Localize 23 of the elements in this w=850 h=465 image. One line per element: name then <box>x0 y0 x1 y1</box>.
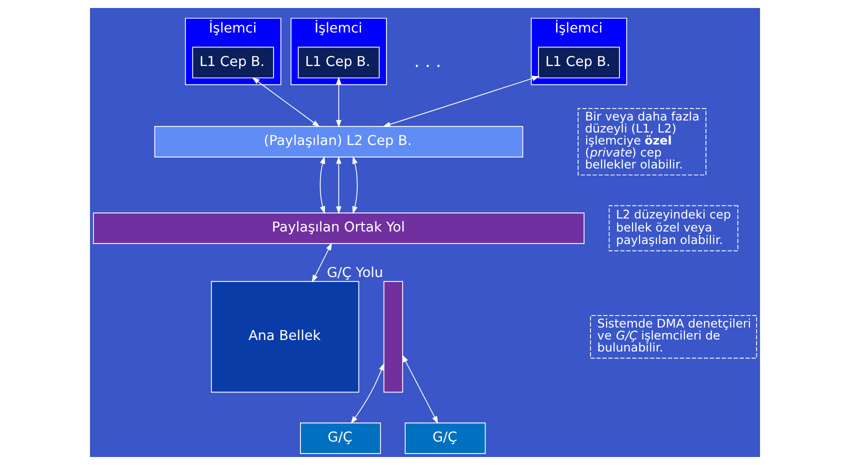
node-box: Ana Bellek <box>210 281 360 393</box>
arrow <box>402 354 438 424</box>
node-box: (Paylaşılan) L2 Cep B. <box>154 126 524 158</box>
node-box: L1 Cep B. <box>192 46 274 78</box>
node-box: L1 Cep B. <box>538 46 620 78</box>
arrow <box>382 76 540 127</box>
node-bar <box>383 281 404 393</box>
arrow <box>350 362 384 424</box>
label: . . . <box>414 52 442 72</box>
node-label: G/Ç Yolu <box>326 265 384 282</box>
arrow <box>352 156 358 214</box>
arrow <box>312 242 332 283</box>
node-box: G/Ç <box>404 422 486 454</box>
arrow <box>336 156 342 214</box>
arrow <box>336 76 342 128</box>
node-box: Paylaşılan Ortak Yol <box>92 212 585 244</box>
node-box: G/Ç <box>300 422 381 454</box>
label: Bir veya daha fazla düzeyli (L1, L2) işlemciye özel (private) cep bellekler olabilir. <box>584 110 700 172</box>
label: Sistemde DMA denetçileri ve G/Ç işlemcileri de bulunabilir. <box>597 316 752 355</box>
arrow <box>320 156 326 214</box>
node-box: L1 Cep B. <box>298 46 380 78</box>
label: L2 düzeyindeki cep bellek özel veya paylaşılan olabilir. <box>616 208 731 248</box>
arrow <box>252 77 320 128</box>
